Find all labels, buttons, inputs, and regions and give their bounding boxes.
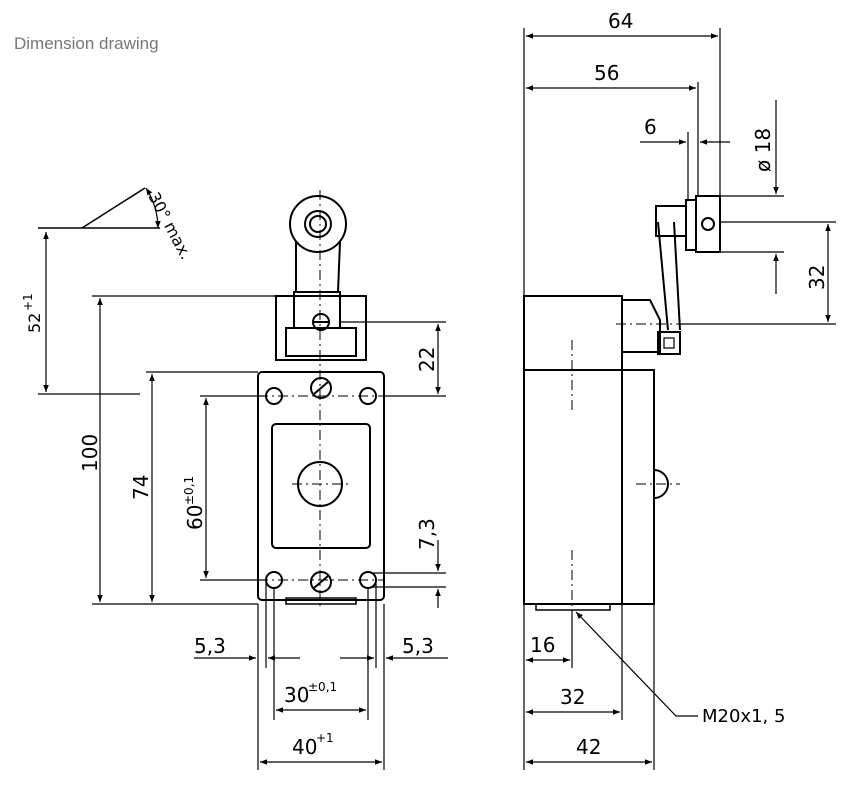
edge-right-label: 5,3: [402, 634, 434, 658]
side-body: [523, 369, 623, 605]
roller-width-label: 6: [644, 115, 657, 139]
drawing-caption: Dimension drawing: [14, 34, 159, 53]
width-tolerance: +1: [316, 731, 334, 745]
side-cover: [621, 369, 655, 605]
edge-left-label: 5,3: [194, 634, 226, 658]
depth-lever-label: 56: [594, 61, 619, 85]
vertical-dimensions: [92, 295, 446, 608]
side-plunger: [653, 469, 669, 499]
side-view: [523, 28, 836, 770]
conduit-entry: [535, 603, 611, 611]
side-top-dimensions: [523, 28, 730, 296]
side-head: [523, 295, 623, 371]
roller-diameter-label: ø 18: [751, 128, 775, 172]
conduit-offset-label: 16: [530, 633, 555, 657]
slot-length-label: 7,3: [415, 518, 439, 550]
width-label: 40: [292, 735, 317, 759]
conduit-depth-label: 32: [560, 685, 585, 709]
overtravel-dimension: [38, 232, 140, 395]
angle-indicator: [38, 187, 161, 229]
overtravel-label: 52: [25, 313, 44, 333]
thread-label: M20x1, 5: [702, 706, 785, 727]
center-lines: [258, 190, 384, 610]
hole-spacing-h-label: 30: [284, 683, 309, 707]
front-view: [38, 187, 448, 770]
roller-lever: [285, 195, 357, 357]
height-total-label: 100: [78, 434, 102, 472]
hole-spacing-v-label: 60: [183, 505, 207, 530]
angle-label: 30° max.: [144, 189, 195, 263]
side-right-dimensions: [680, 100, 836, 325]
side-lever: [622, 195, 721, 355]
switch-body: [257, 371, 385, 605]
hole-spacing-v-tolerance: ±0,1: [182, 476, 196, 505]
side-bottom-dimensions: [523, 604, 698, 770]
roller-offset-label: 22: [415, 347, 439, 372]
body-depth-label: 42: [576, 735, 601, 759]
side-center-lines: [571, 323, 700, 620]
depth-total-label: 64: [608, 9, 633, 33]
lever-height-label: 32: [805, 265, 829, 290]
actuator-head: [275, 295, 367, 361]
horizontal-dimensions: [194, 580, 448, 770]
hole-spacing-h-tolerance: ±0,1: [308, 680, 337, 694]
height-mount-label: 74: [129, 475, 153, 500]
overtravel-tolerance: +1: [21, 293, 35, 311]
